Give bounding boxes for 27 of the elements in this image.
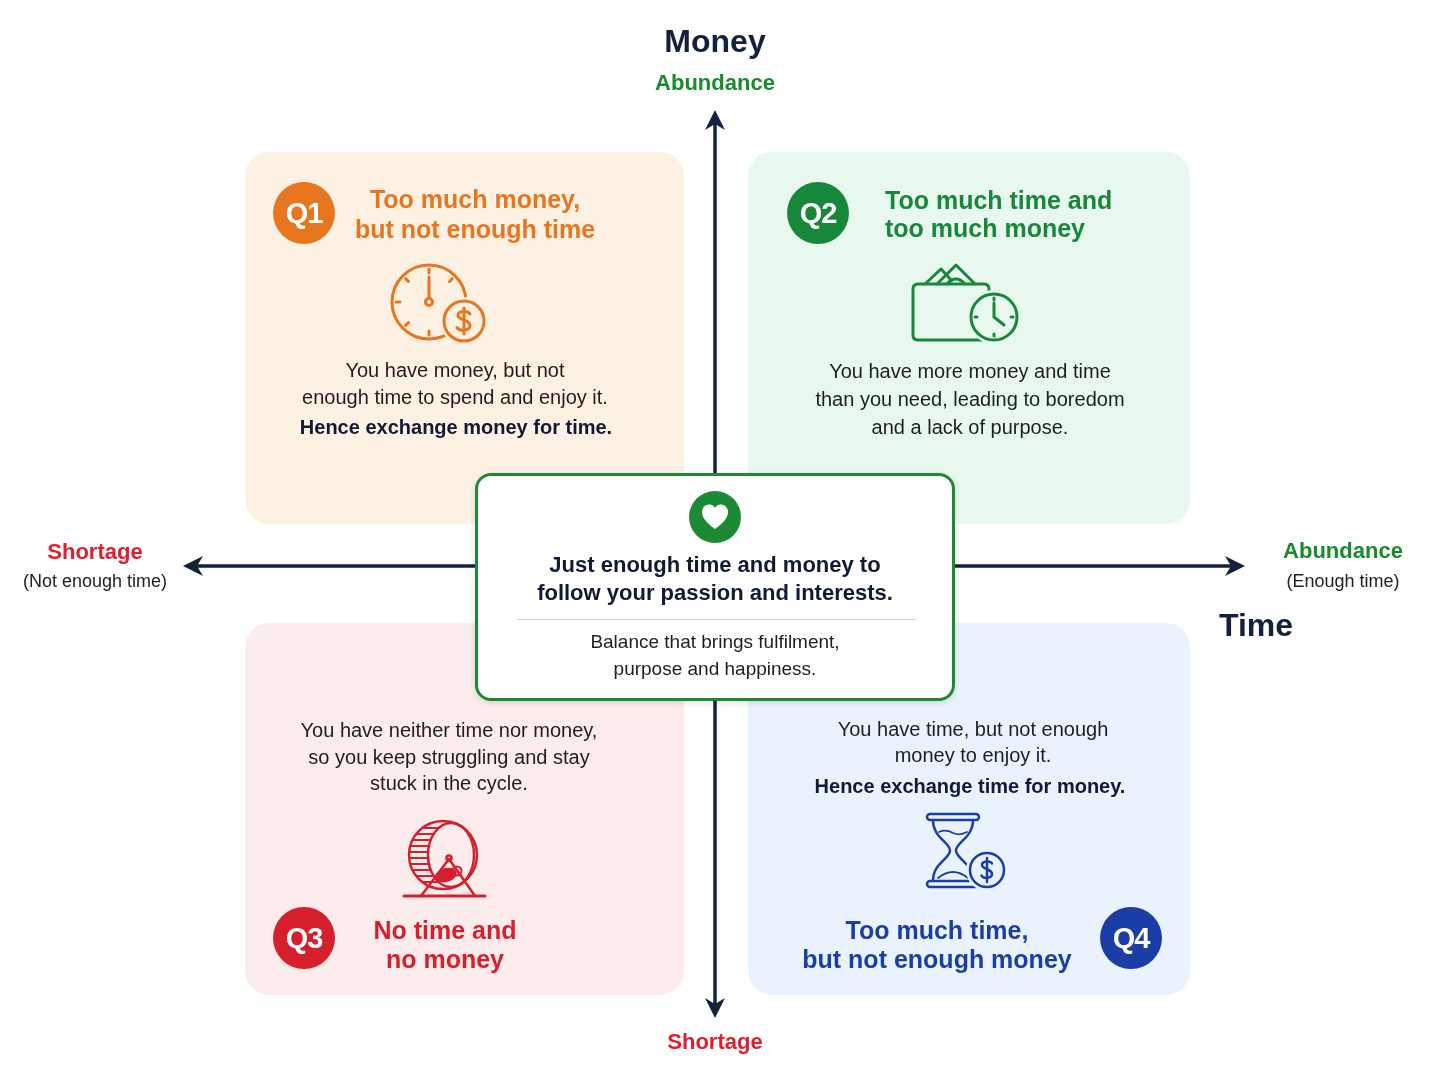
conclusion-text: Hence exchange money for time. [299, 415, 613, 440]
axis-end-note: (Not enough time) [22, 570, 168, 593]
conclusion-text: Hence exchange time for money. [814, 774, 1126, 799]
axis-end-label: Abundance [1283, 537, 1403, 564]
axis-end-note: (Enough time) [1286, 570, 1400, 593]
quadrant-panel [245, 152, 684, 524]
axis-end-label: Shortage [47, 538, 143, 565]
axis-end-label: Shortage [667, 1028, 763, 1055]
quadrant-heading: Too much time and too much money [885, 186, 1113, 242]
balance-panel [475, 473, 955, 701]
quadrant-description: You have neither time nor money, so you keep struggling and stay stuck in the cycle. [300, 718, 598, 796]
quadrant-heading: Too much time, but not enough money [802, 916, 1072, 974]
quadrant-badge: Q2 [787, 182, 849, 244]
quadrant-heading: Too much money, but not enough time [354, 184, 596, 244]
quadrant-heading: No time and no money [373, 916, 517, 974]
axis-end-label: Abundance [655, 69, 775, 96]
quadrant-badge: Q4 [1100, 907, 1162, 969]
quadrant-description: You have more money and time than you need, leading to boredom and a lack of purpose. [815, 359, 1125, 440]
balance-description: Balance that brings fulfilment, purpose and happiness. [590, 630, 840, 681]
balance-heading: Just enough time and money to follow your passion and interests. [537, 551, 893, 607]
quadrant-badge: Q3 [273, 907, 335, 969]
quadrant-badge: Q1 [273, 182, 335, 244]
quadrant-description: You have money, but not enough time to spend and enjoy it. [302, 358, 608, 410]
quadrant-description: You have time, but not enough money to enjoy it. [837, 717, 1109, 768]
quadrant-panel [748, 152, 1190, 524]
axis-title: Money [664, 22, 766, 60]
axis-title: Time [1218, 606, 1294, 644]
